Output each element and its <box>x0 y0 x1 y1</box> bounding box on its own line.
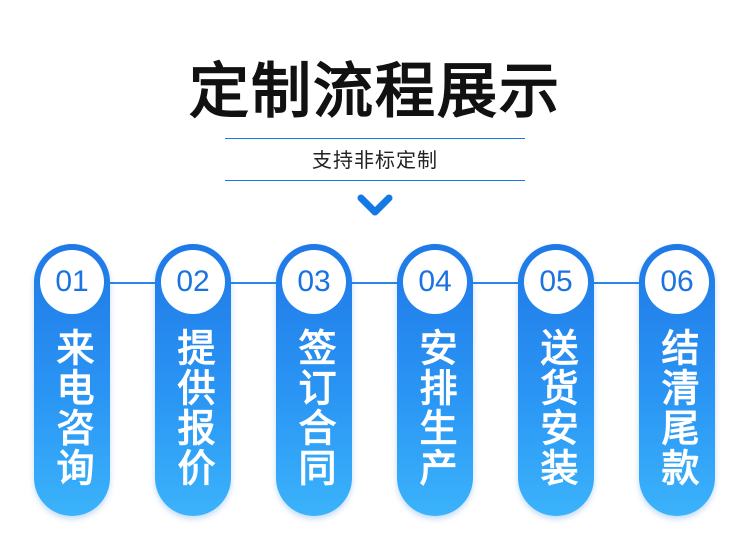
step-label: 安排生产 <box>413 328 457 488</box>
step-card-4: 04 安排生产 <box>397 244 473 516</box>
step-card-6: 06 结清尾款 <box>639 244 715 516</box>
step-card-3: 03 签订合同 <box>276 244 352 516</box>
step-number-badge: 01 <box>40 250 104 314</box>
step-number-badge: 03 <box>282 250 346 314</box>
divider-top <box>225 138 525 139</box>
step-number-badge: 06 <box>645 250 709 314</box>
step-number-badge: 02 <box>161 250 225 314</box>
step-label: 结清尾款 <box>655 328 699 488</box>
page-subtitle: 支持非标定制 <box>312 148 438 172</box>
step-number-badge: 05 <box>524 250 588 314</box>
step-card-1: 01 来电咨询 <box>34 244 110 516</box>
step-card-2: 02 提供报价 <box>155 244 231 516</box>
step-label: 签订合同 <box>292 328 336 488</box>
chevron-down-icon <box>357 194 393 216</box>
step-card-5: 05 送货安装 <box>518 244 594 516</box>
step-connector-line <box>70 282 690 284</box>
step-label: 提供报价 <box>171 328 215 488</box>
page-title: 定制流程展示 <box>189 57 561 127</box>
divider-bottom <box>225 180 525 181</box>
step-label: 来电咨询 <box>50 328 94 488</box>
step-number-badge: 04 <box>403 250 467 314</box>
step-label: 送货安装 <box>534 328 578 488</box>
